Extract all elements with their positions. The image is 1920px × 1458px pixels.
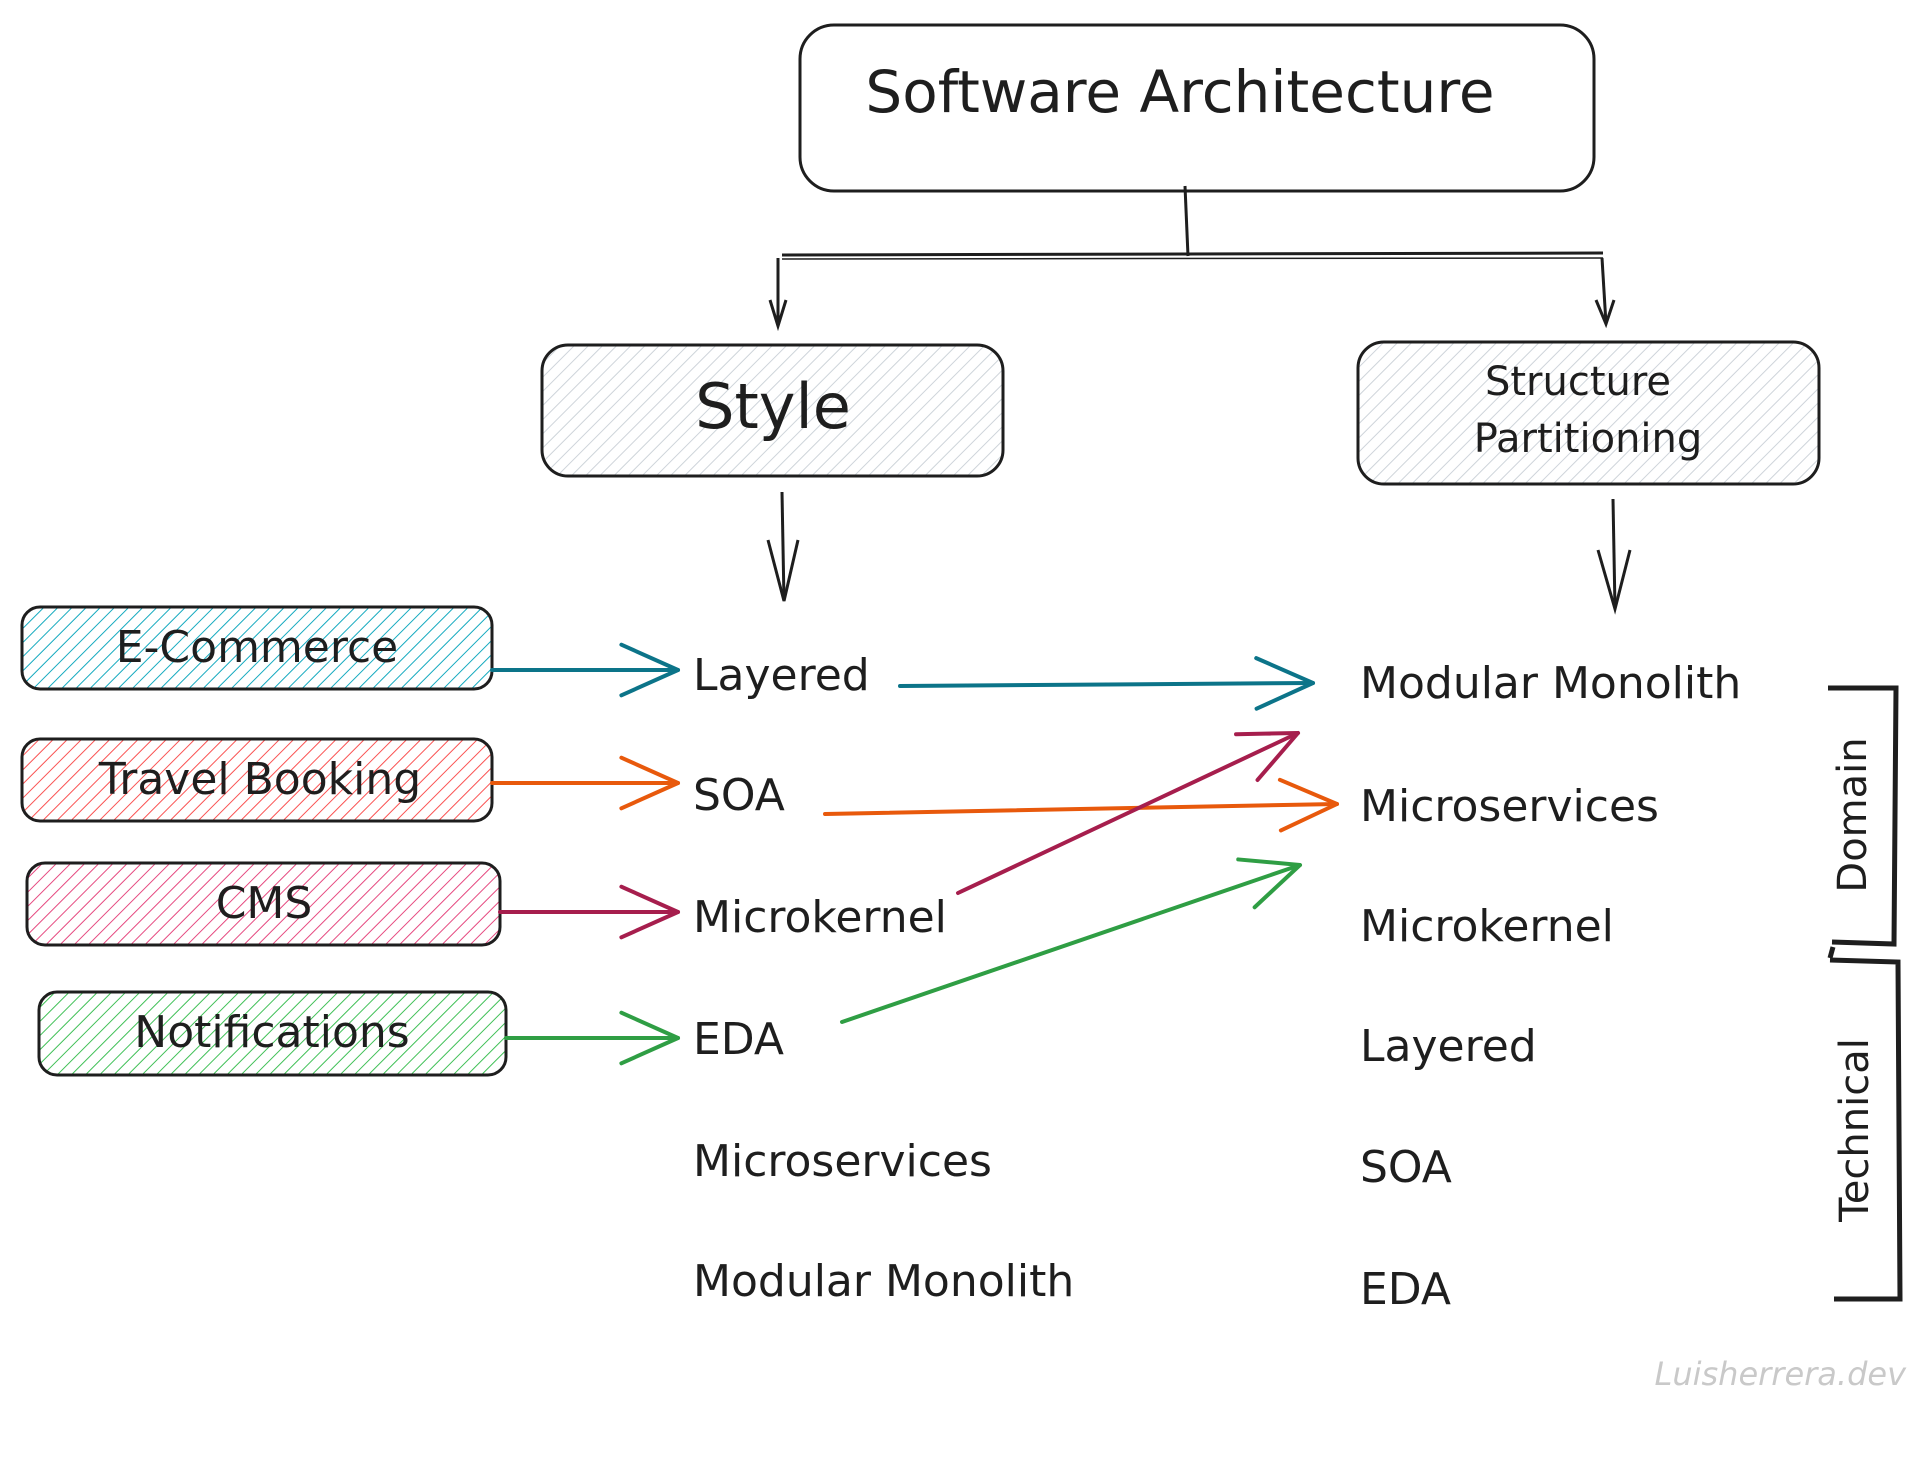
domain-to-style-arrow-arrowhead xyxy=(619,642,680,698)
style-to-structure-arrow-line xyxy=(956,731,1300,895)
style-down-arrow-line xyxy=(780,491,786,602)
structure-box xyxy=(1356,340,1821,486)
style-to-structure-arrow-arrowhead xyxy=(1277,777,1339,833)
title-label: Software Architecture xyxy=(865,58,1494,126)
style-item-eda: EDA xyxy=(693,1014,784,1065)
style-to-structure-arrow-arrowhead xyxy=(1254,656,1315,711)
domain-node: CMS xyxy=(25,861,502,947)
domain-boxes: E-Commerce Travel Booking CMS Notificati… xyxy=(20,605,508,1077)
domain-label: Notifications xyxy=(134,1007,409,1058)
technical-bracket xyxy=(1829,957,1903,1302)
flow-arrows xyxy=(490,642,1339,1066)
style-box xyxy=(540,343,1005,478)
domain-label: CMS xyxy=(216,878,313,929)
style-to-structure-arrow-arrowhead xyxy=(1234,731,1300,782)
style-to-structure-arrow-line xyxy=(898,681,1315,688)
style-to-structure-arrow-arrowhead xyxy=(1236,857,1302,910)
domain-label: E-Commerce xyxy=(116,622,399,673)
branch-down-arrows xyxy=(766,491,1632,615)
domain-label: Travel Booking xyxy=(98,754,421,805)
style-to-structure-arrow-line xyxy=(823,802,1339,816)
structure-item-layered: Layered xyxy=(1360,1021,1537,1072)
style-item-modular-monolith: Modular Monolith xyxy=(693,1256,1074,1307)
domain-node: Travel Booking xyxy=(20,737,494,823)
domain-node: Notifications xyxy=(37,990,508,1077)
title-connector xyxy=(768,185,1616,332)
branch-bar-line-double xyxy=(781,257,1604,260)
style-item-layered: Layered xyxy=(693,650,870,701)
domain-box-e-commerce xyxy=(20,605,494,691)
domain-bracket xyxy=(1828,685,1899,947)
structure-label-line-2: Partitioning xyxy=(1474,416,1703,462)
style-down-arrowhead xyxy=(766,539,800,602)
structure-down-arrow-line xyxy=(1611,498,1617,610)
domain-to-style-arrow-arrowhead xyxy=(619,755,680,811)
title-node: Software Architecture xyxy=(798,23,1596,193)
style-items-column: Layered SOA Microkernel EDA Microservice… xyxy=(693,650,1074,1307)
domain-to-style-arrow-arrowhead xyxy=(619,1010,680,1066)
domain-box-travel-booking xyxy=(20,737,494,823)
style-item-microservices: Microservices xyxy=(693,1136,992,1187)
domain-node: E-Commerce xyxy=(20,605,494,691)
style-item-soa: SOA xyxy=(693,770,785,821)
technical-group-label: Technical xyxy=(1832,1038,1878,1223)
structure-down-arrowhead xyxy=(1596,549,1632,615)
domain-group-label: Domain xyxy=(1830,737,1876,892)
bracket-separator xyxy=(1827,946,1836,959)
domain-box-notifications xyxy=(37,990,508,1077)
watermark: Luisherrera.dev xyxy=(1654,1355,1907,1393)
structure-item-modular-monolith: Modular Monolith xyxy=(1360,658,1741,709)
group-brackets: Domain Technical xyxy=(1827,685,1903,1302)
structure-item-microkernel: Microkernel xyxy=(1360,901,1614,952)
structure-item-microservices: Microservices xyxy=(1360,781,1659,832)
structure-item-soa: SOA xyxy=(1360,1142,1452,1193)
structure-branch-line xyxy=(1600,257,1608,325)
style-item-microkernel: Microkernel xyxy=(693,892,947,943)
domain-box-cms xyxy=(25,861,502,947)
style-branch-arrowhead xyxy=(768,299,788,332)
structure-items-column: Modular Monolith Microservices Microkern… xyxy=(1360,658,1741,1315)
title-stem-line xyxy=(1183,185,1190,257)
title-box xyxy=(798,23,1596,193)
style-to-structure-arrow-line xyxy=(840,863,1302,1024)
style-label: Style xyxy=(695,370,851,443)
structure-label-line-1: Structure xyxy=(1485,359,1671,405)
structure-node: Structure Partitioning xyxy=(1356,340,1821,486)
domain-to-style-arrow-arrowhead xyxy=(619,884,680,940)
structure-item-eda: EDA xyxy=(1360,1264,1451,1315)
style-node: Style xyxy=(540,343,1005,478)
branch-bar-line xyxy=(781,251,1604,257)
structure-branch-arrowhead xyxy=(1594,299,1616,329)
